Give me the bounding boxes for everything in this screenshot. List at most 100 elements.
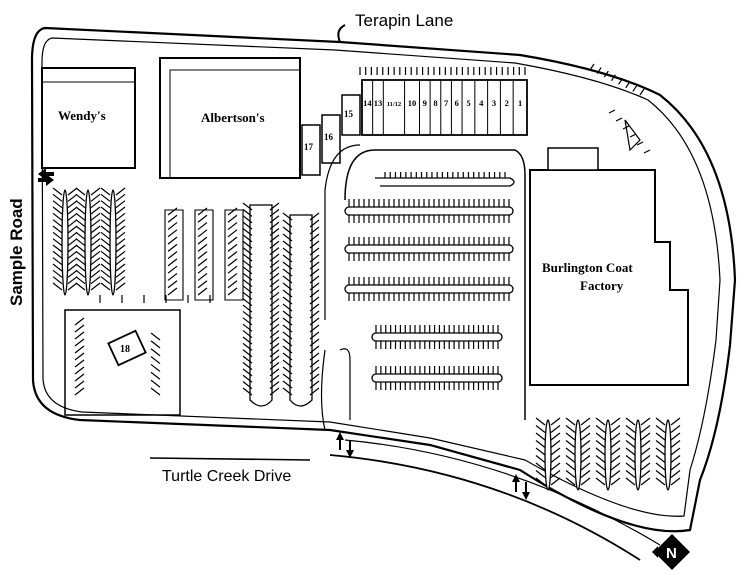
parking-stall <box>90 225 101 234</box>
parking-island <box>375 177 515 187</box>
parking-stall <box>67 250 78 259</box>
parking-stall <box>90 206 101 215</box>
parking-stall <box>309 289 320 298</box>
parking-stall <box>535 425 546 433</box>
parking-stall <box>309 345 320 354</box>
terapin-lane-label: Terapin Lane <box>355 11 453 30</box>
parking-stall <box>309 219 320 228</box>
parking-stall <box>100 269 111 278</box>
parking-stall <box>580 455 591 463</box>
parking-stall <box>150 387 161 396</box>
parking-stall <box>565 447 576 456</box>
parking-stall <box>640 455 651 463</box>
parking-stall <box>242 336 253 345</box>
parking-stall <box>269 349 280 358</box>
parking-stall <box>74 331 85 340</box>
parking-stall <box>282 240 293 249</box>
parking-stall <box>90 238 101 247</box>
parking-stall <box>640 477 651 486</box>
parking-stall <box>309 373 320 382</box>
unit-15 <box>341 94 361 136</box>
parking-stall <box>565 470 576 478</box>
parking-stall <box>625 477 636 486</box>
parking-stall <box>580 447 591 456</box>
parking-stall <box>625 81 631 89</box>
parking-stall <box>75 193 86 202</box>
parking-stall <box>269 330 280 339</box>
parking-stall <box>670 440 681 448</box>
strip-unit-label: 14 <box>363 98 372 108</box>
parking-stall <box>74 359 85 368</box>
perimeter-road-inner <box>41 37 721 517</box>
parking-stall <box>610 425 621 433</box>
parking-lots <box>52 63 681 491</box>
parking-stall <box>282 254 293 263</box>
parking-stall <box>242 240 253 249</box>
parking-stall <box>655 470 666 478</box>
parking-stall <box>309 247 320 256</box>
parking-island <box>634 419 642 491</box>
parking-stall <box>115 269 126 278</box>
parking-island <box>84 189 92 296</box>
parking-island <box>624 119 641 152</box>
parking-stall <box>625 432 636 441</box>
parking-stall <box>565 455 576 463</box>
strip-unit-label: 13 <box>374 98 383 108</box>
parking-stall <box>269 272 280 281</box>
parking-stall <box>242 381 253 390</box>
parking-stall <box>595 432 606 441</box>
parking-stall <box>150 363 161 372</box>
parking-stall <box>74 387 85 396</box>
parking-stall <box>242 234 253 243</box>
parking-stall <box>75 276 86 285</box>
parking-stall <box>269 374 280 383</box>
parking-stall <box>75 244 86 253</box>
parking-stall <box>309 268 320 277</box>
parking-stall <box>227 229 238 238</box>
parking-stall <box>269 266 280 275</box>
parking-stall <box>640 440 651 448</box>
parking-stall <box>610 477 621 486</box>
parking-stall <box>589 63 595 71</box>
parking-stall <box>52 225 63 234</box>
parking-stall <box>197 243 208 252</box>
sample-road-label: Sample Road <box>7 198 26 306</box>
parking-stall <box>90 200 101 209</box>
parking-stall <box>67 212 78 221</box>
parking-stall <box>167 272 178 281</box>
parking-stall <box>242 355 253 364</box>
parking-stall <box>282 247 293 256</box>
parking-stall <box>52 206 63 215</box>
parking-stall <box>640 447 651 456</box>
terapin-entrance <box>337 24 346 43</box>
parking-stall <box>75 206 86 215</box>
parking-stall <box>269 291 280 300</box>
parking-stall <box>269 381 280 390</box>
parking-stall <box>655 425 666 433</box>
parking-stall <box>242 304 253 313</box>
parking-island <box>344 206 514 216</box>
parking-stall <box>309 352 320 361</box>
parking-stall <box>639 88 645 96</box>
parking-stall <box>100 187 111 196</box>
parking-stall <box>580 417 591 426</box>
parking-stall <box>282 233 293 242</box>
parking-stall <box>115 225 126 234</box>
parking-stall <box>595 455 606 463</box>
parking-stall <box>242 310 253 319</box>
outparcel-18-building <box>107 329 147 367</box>
parking-stall <box>227 258 238 267</box>
parking-stall <box>282 282 293 291</box>
drive-aisle <box>324 144 361 320</box>
burlington-label-line1: Burlington Coat <box>542 260 633 275</box>
parking-stall <box>610 447 621 456</box>
parking-stall <box>282 310 293 319</box>
parking-island <box>664 419 672 491</box>
parking-stall <box>74 366 85 375</box>
parking-stall <box>90 244 101 253</box>
parking-stall <box>309 296 320 305</box>
parking-stall <box>197 229 208 238</box>
parking-stall <box>282 387 293 396</box>
turtle-creek-road-line <box>149 457 311 461</box>
